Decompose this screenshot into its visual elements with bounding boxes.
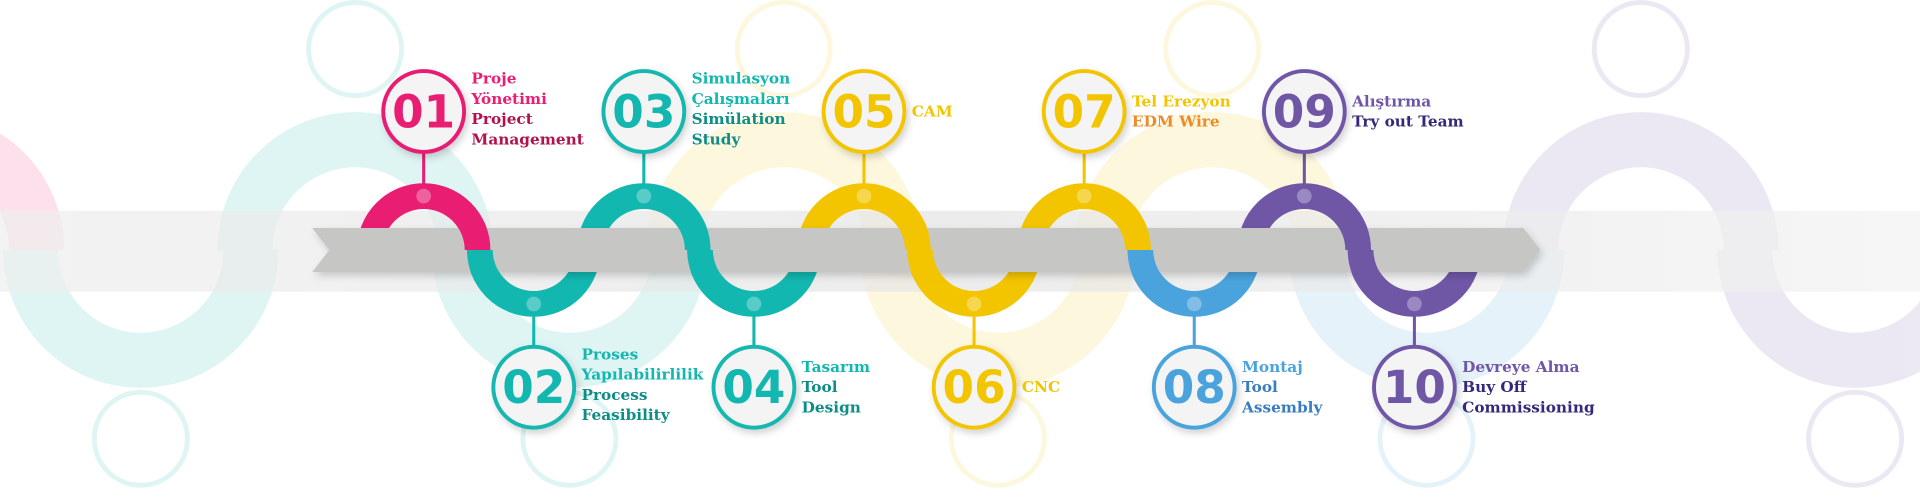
step-label-line: Tasarım <box>802 358 870 376</box>
step-circle <box>1261 69 1347 154</box>
step-number: 06 <box>943 361 1006 414</box>
step-circle <box>381 69 467 154</box>
connector-dot <box>1186 296 1202 312</box>
wave-crossings <box>453 220 1386 282</box>
step-label-line: Tool <box>1242 378 1278 396</box>
ghost-circle <box>1591 0 1690 99</box>
wave-crossing-02 <box>467 250 505 282</box>
step-label-line: Buy Off <box>1462 378 1528 396</box>
connector-dot <box>1076 188 1092 204</box>
step-label-line: Commissioning <box>1462 398 1595 416</box>
wave-crossing-04 <box>687 250 725 282</box>
connector-dot <box>1296 188 1312 204</box>
step-label-line: Proje <box>471 70 516 88</box>
wave-crossing-06 <box>907 250 945 282</box>
step-circle <box>821 69 907 154</box>
step-number: 09 <box>1273 85 1336 138</box>
connector-dot <box>746 296 762 312</box>
step-number: 05 <box>832 85 895 138</box>
ghost-arc <box>1717 249 1920 388</box>
ghost-arc <box>431 249 708 388</box>
step-label-line: Study <box>692 130 742 148</box>
step-label-line: Design <box>802 398 861 416</box>
step-circle <box>931 344 1017 430</box>
step-label-line: Devreye Alma <box>1462 358 1579 376</box>
step-label-line: Tel Erezyon <box>1132 92 1231 110</box>
step-label-line: Process <box>582 386 648 404</box>
step-label-line: Yapılabilirlilik <box>581 366 704 384</box>
step-circle <box>491 344 577 430</box>
ghost-arc <box>3 249 279 388</box>
step-05: 05 CAM <box>821 69 953 204</box>
step-label-line: EDM Wire <box>1132 113 1220 131</box>
connector-dot <box>416 188 432 204</box>
ghost-circle <box>91 389 190 488</box>
step-circle <box>1041 69 1127 154</box>
step-label-line: Çalışmaları <box>692 90 790 108</box>
wave-crossing-05 <box>893 220 931 251</box>
ghost-circle <box>306 0 405 99</box>
connector-dot <box>966 296 982 312</box>
step-label-line: Simülation <box>692 110 786 128</box>
step-circle <box>711 344 797 430</box>
step-number: 03 <box>612 85 675 138</box>
step-number: 04 <box>722 361 785 414</box>
connector-dot <box>856 188 872 204</box>
connector-dot <box>636 188 652 204</box>
step-number: 01 <box>392 85 455 138</box>
step-label-line: CAM <box>912 102 953 120</box>
connector-dot <box>1407 296 1422 312</box>
step-circle <box>1151 344 1237 430</box>
step-label-line: Montaj <box>1242 358 1303 376</box>
step-label-line: Project <box>471 110 532 128</box>
step-circle <box>601 69 687 154</box>
wave-crossing-01 <box>453 220 491 251</box>
step-label-line: Feasibility <box>582 406 671 424</box>
step-label-line: Tool <box>802 378 838 396</box>
step-label-line: Proses <box>582 345 639 363</box>
ghost-circle <box>734 0 833 99</box>
step-02: 02 ProsesYapılabilirlilikProcessFeasibili… <box>491 296 704 430</box>
step-circle <box>1372 344 1457 430</box>
step-number: 07 <box>1053 85 1116 138</box>
step-label-line: Management <box>471 130 583 148</box>
wave-crossing-08 <box>1127 250 1165 282</box>
wave-crossing-10 <box>1347 250 1386 282</box>
wave-crossing-07 <box>1113 220 1151 251</box>
step-number: 10 <box>1383 361 1446 414</box>
ghost-circle <box>1806 389 1905 488</box>
step-06: 06 CNC <box>931 296 1060 430</box>
step-label-line: Try out Team <box>1352 113 1464 131</box>
ghost-arc <box>1503 112 1779 251</box>
ghost-arc <box>0 133 65 251</box>
step-label-line: Assembly <box>1241 398 1323 416</box>
step-label-line: Alıştırma <box>1351 92 1431 110</box>
connector-dot <box>526 296 542 312</box>
wave-crossing-03 <box>673 220 711 251</box>
ghost-circle <box>1163 0 1262 99</box>
wave-crossing-09 <box>1333 220 1372 251</box>
step-number: 08 <box>1163 361 1226 414</box>
step-label-line: CNC <box>1022 378 1060 396</box>
step-label-line: Yönetimi <box>470 90 547 108</box>
step-number: 02 <box>502 361 565 414</box>
step-label-line: Simulasyon <box>692 70 791 88</box>
